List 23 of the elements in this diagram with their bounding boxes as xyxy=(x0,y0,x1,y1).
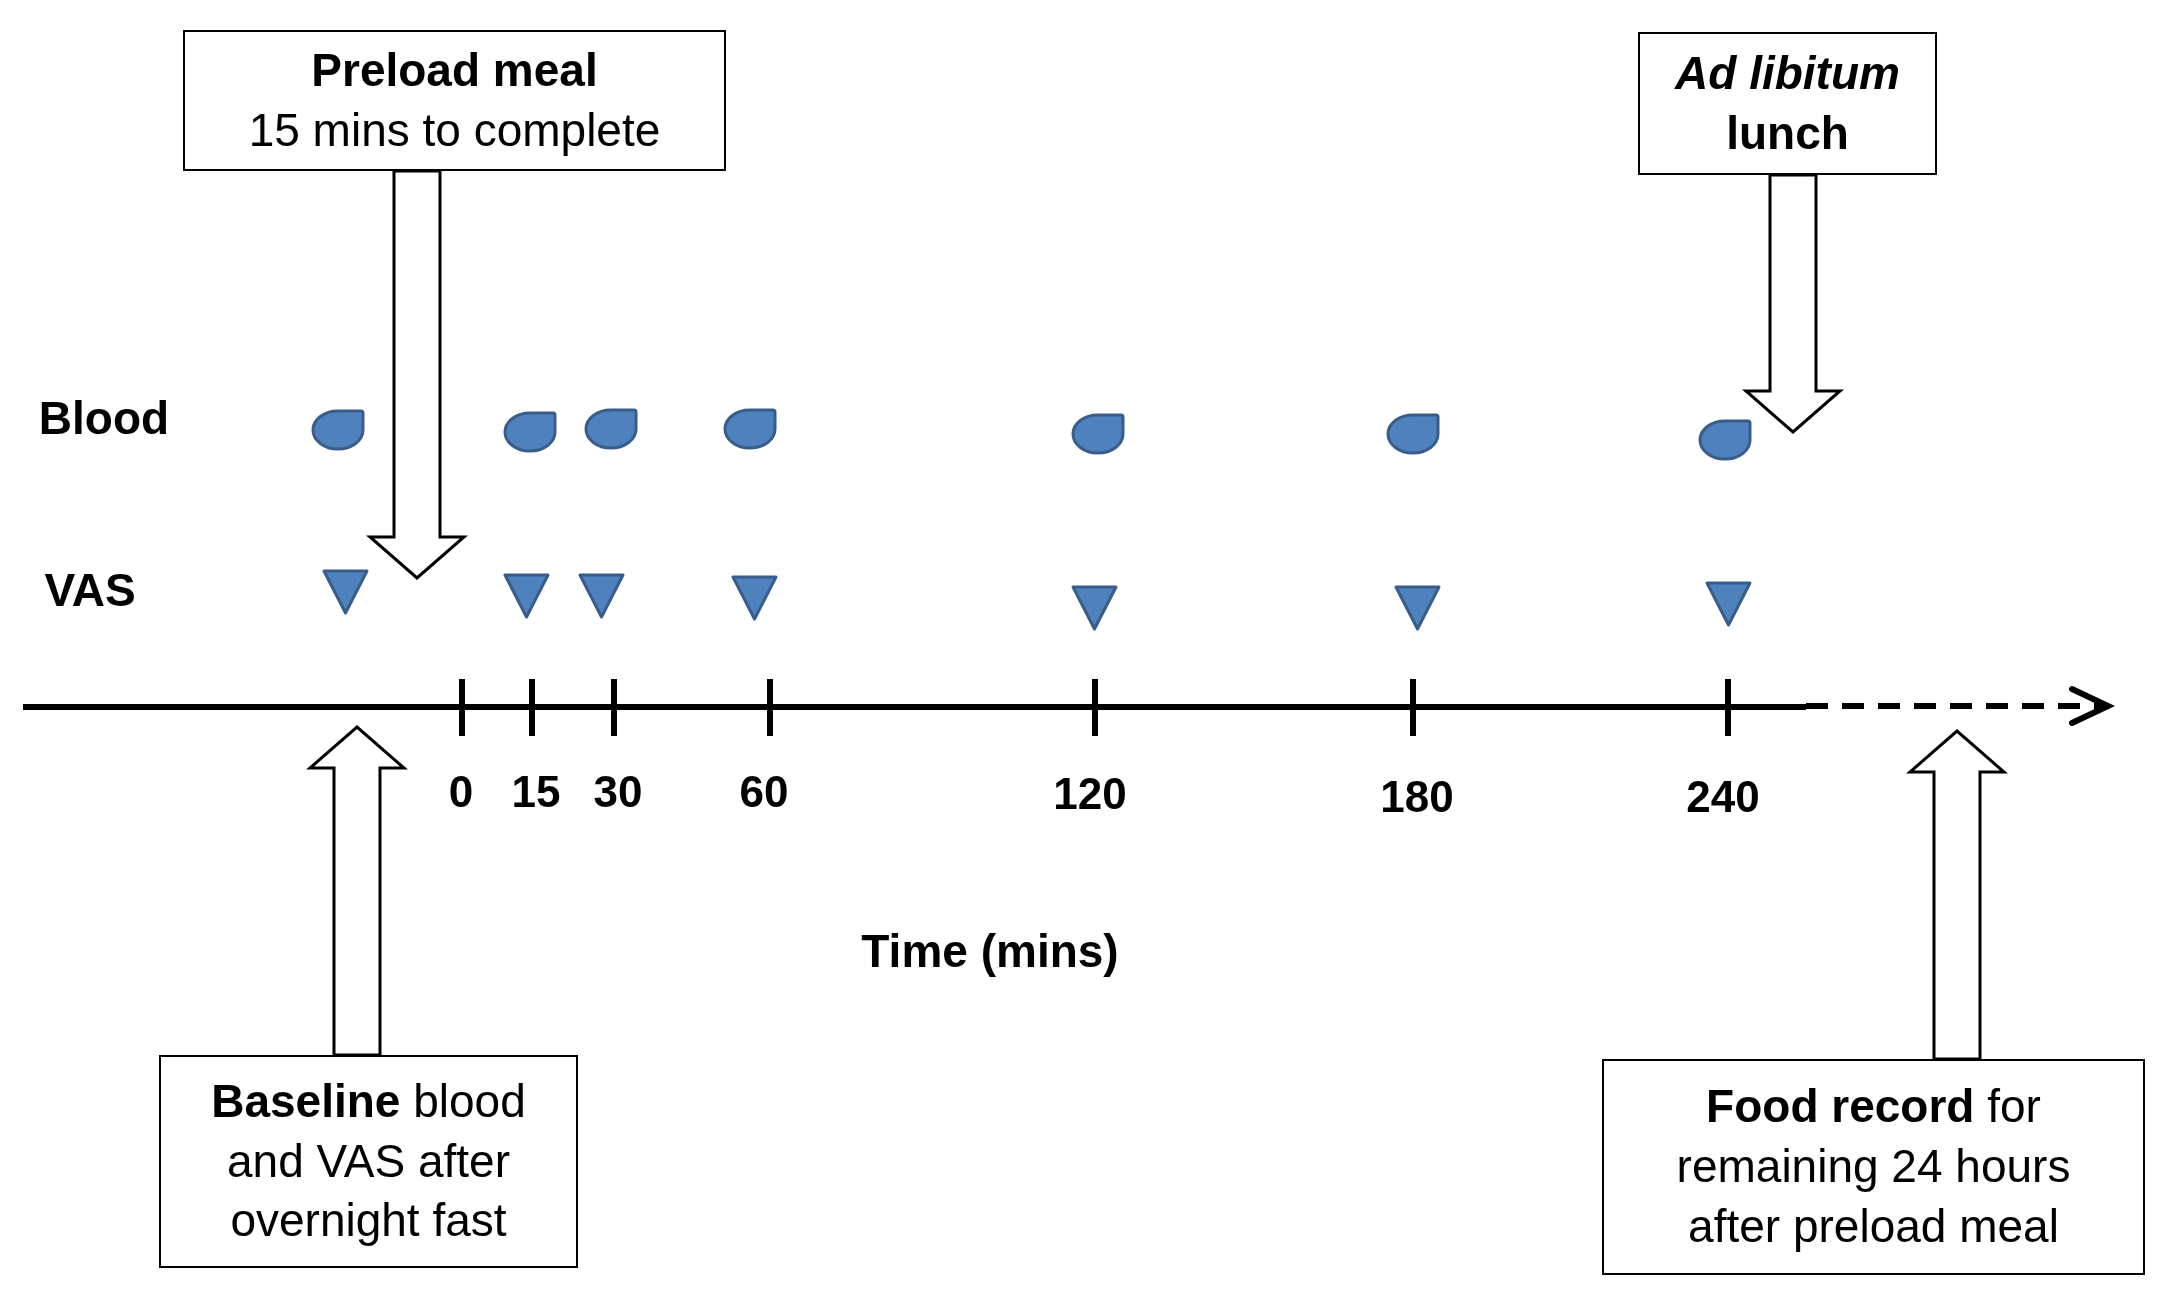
row-label: VAS xyxy=(44,563,136,617)
event-box xyxy=(159,1055,578,1268)
event-box xyxy=(1602,1059,2145,1275)
tick-label: 0 xyxy=(448,766,474,818)
event-box xyxy=(183,30,726,171)
tick-label: 60 xyxy=(739,766,789,818)
tick-label: 15 xyxy=(511,766,561,818)
block-arrow xyxy=(306,725,408,1057)
box-text: Baseline blood and VAS after overnight fast xyxy=(210,1073,527,1249)
box-text: Ad libitum lunch xyxy=(1673,45,1901,161)
block-arrow xyxy=(1742,173,1844,434)
tick-label: 180 xyxy=(1380,771,1454,823)
block-arrow xyxy=(1906,729,2008,1061)
tick-label: 120 xyxy=(1053,768,1127,820)
box-text: 15 mins to complete xyxy=(248,102,661,158)
tick-label: 30 xyxy=(593,766,643,818)
axis-title: Time (mins) xyxy=(861,924,1119,978)
event-box xyxy=(1638,32,1937,175)
block-arrow xyxy=(366,169,468,580)
box-text: Food record for remaining 24 hours after preload meal xyxy=(1675,1079,2072,1254)
row-label: Blood xyxy=(38,391,170,445)
box-heading: Preload meal xyxy=(311,42,598,98)
tick-label: 240 xyxy=(1686,771,1760,823)
